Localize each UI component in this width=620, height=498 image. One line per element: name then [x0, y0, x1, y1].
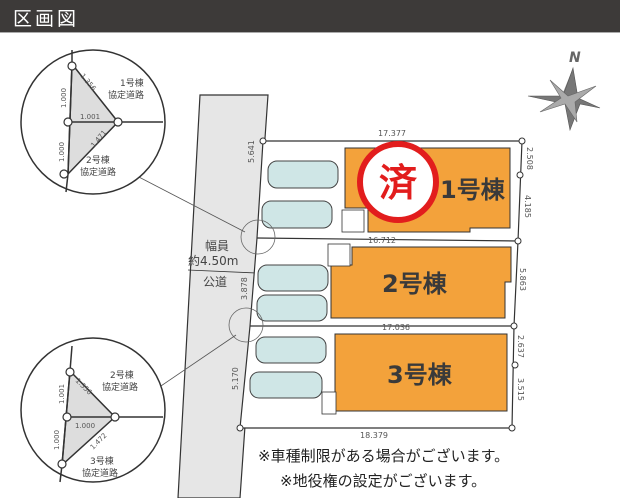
parking-cars [249, 160, 339, 399]
dim-div12: 16.712 [368, 236, 396, 245]
svg-text:済: 済 [379, 161, 418, 205]
svg-text:1.001: 1.001 [58, 384, 66, 404]
building-lot-3 [334, 333, 508, 412]
dim-right1a: 2.508 [525, 147, 534, 170]
compass-north-icon: N [527, 50, 601, 132]
svg-text:協定道路: 協定道路 [82, 467, 118, 479]
dim-right3b: 3.515 [516, 378, 525, 401]
lot-2-label: 2号棟 [382, 270, 448, 298]
detail-circle-top: 1.356 1.000 1.001 1.000 1.471 1号棟 協定道路 2… [20, 49, 166, 195]
svg-text:協定道路: 協定道路 [80, 166, 116, 178]
note-easement: ※地役権の設定がございます。 [280, 472, 486, 490]
car-icon [267, 160, 339, 189]
svg-text:1.001: 1.001 [80, 113, 100, 121]
svg-text:N: N [569, 50, 581, 66]
svg-text:協定道路: 協定道路 [108, 89, 144, 101]
lot-3-label: 3号棟 [387, 361, 453, 389]
road-width-value: 約4.50m [188, 253, 238, 268]
header-bar: 区画図 [0, 0, 620, 33]
car-icon [257, 264, 329, 292]
car-icon [261, 200, 333, 229]
svg-text:1.000: 1.000 [53, 430, 61, 450]
svg-text:2号棟: 2号棟 [110, 369, 134, 381]
dim-right3a: 2.637 [516, 335, 525, 358]
page-title: 区画図 [13, 8, 80, 30]
dim-bottom: 18.379 [360, 431, 388, 440]
svg-text:協定道路: 協定道路 [102, 381, 138, 393]
dim-div23: 17.036 [382, 323, 410, 332]
dim-left1: 5.641 [247, 140, 256, 163]
svg-text:3号棟: 3号棟 [90, 455, 114, 467]
svg-text:1号棟: 1号棟 [120, 77, 144, 89]
svg-text:1.000: 1.000 [58, 142, 66, 162]
dim-left3: 5.170 [231, 367, 240, 390]
svg-text:2号棟: 2号棟 [86, 154, 110, 166]
dim-right1b: 4.185 [523, 195, 532, 218]
dim-right2: 5.863 [518, 268, 527, 291]
dim-left2: 3.878 [240, 277, 249, 300]
road-width-label: 幅員 [205, 238, 229, 253]
note-vehicle-restriction: ※車種制限がある場合がございます。 [258, 447, 509, 465]
lot-1-label: 1号棟 [440, 176, 506, 204]
car-icon [255, 336, 327, 364]
car-icon [249, 371, 323, 399]
car-icon [256, 294, 328, 322]
sold-stamp: 済 [357, 141, 439, 223]
svg-text:1.000: 1.000 [60, 88, 68, 108]
detail-circle-bottom: 1.356 1.001 1.000 1.000 1.472 2号棟 協定道路 3… [20, 337, 166, 483]
svg-text:1.000: 1.000 [75, 422, 95, 430]
dim-top: 17.377 [378, 129, 406, 138]
road-type-label: 公道 [203, 275, 227, 289]
